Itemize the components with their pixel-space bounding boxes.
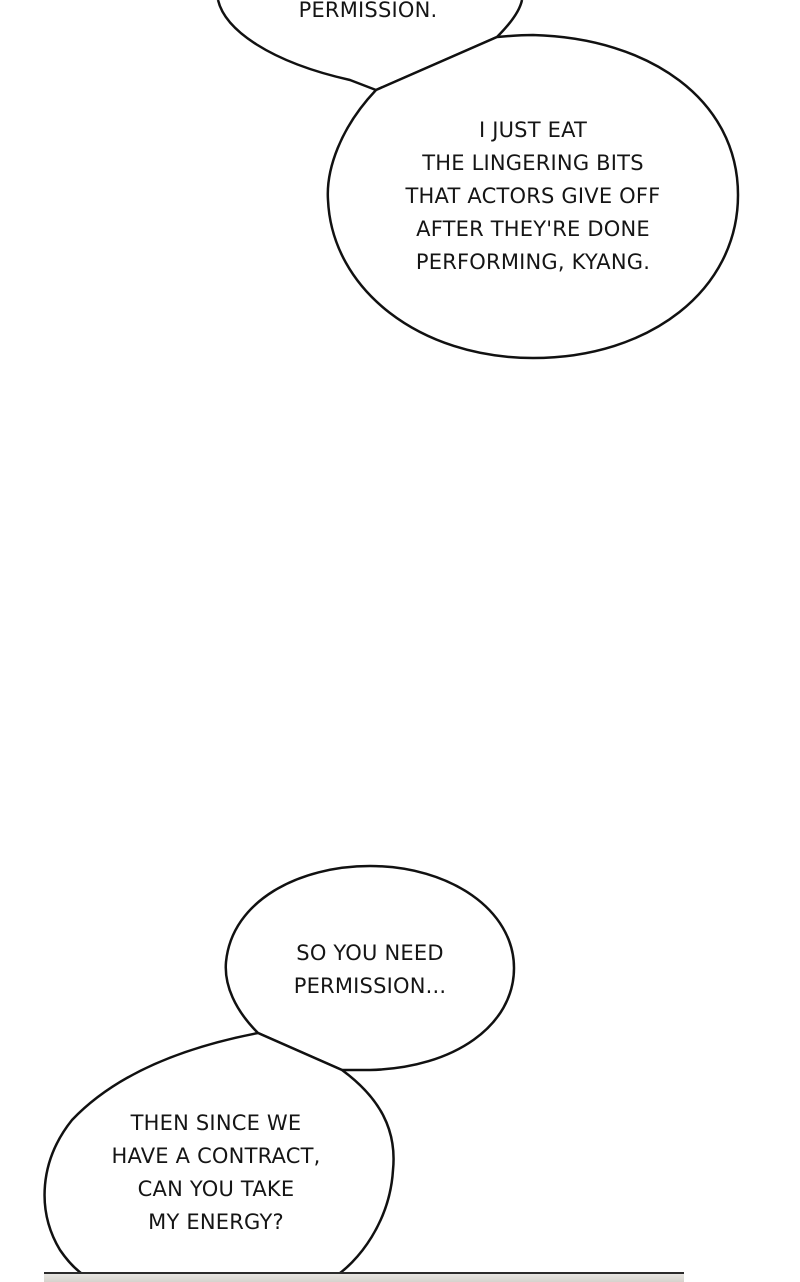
bubble-line: HAVE A CONTRACT, xyxy=(111,1144,321,1168)
bubble-line: MY ENERGY? xyxy=(148,1210,284,1234)
next-panel-edge xyxy=(44,1272,684,1282)
bubble-line: THAT ACTORS GIVE OFF xyxy=(405,184,661,208)
bubble-line: AFTER THEY'RE DONE xyxy=(416,217,650,241)
bubble-line: SO YOU NEED xyxy=(296,941,444,965)
speech-bubble-small xyxy=(224,864,516,1072)
speech-bubble-bottom xyxy=(43,1031,395,1280)
bubble-text-top: PERMISSION. xyxy=(268,0,468,27)
bubble-text-large: I JUST EAT THE LINGERING BITS THAT ACTOR… xyxy=(380,114,686,279)
bubble-line: CAN YOU TAKE xyxy=(137,1177,295,1201)
bubble-text-small: SO YOU NEED PERMISSION... xyxy=(270,937,470,1003)
speech-bubble-top xyxy=(216,0,524,92)
bubble-line: PERMISSION. xyxy=(298,0,438,22)
bubble-line: THE LINGERING BITS xyxy=(422,151,644,175)
bubble-line: PERMISSION... xyxy=(293,974,447,998)
bubble-line: PERFORMING, KYANG. xyxy=(415,250,651,274)
bubble-line: I JUST EAT xyxy=(478,118,588,142)
speech-bubble-large xyxy=(326,33,740,360)
bubble-line: THEN SINCE WE xyxy=(130,1111,302,1135)
bubble-text-bottom: THEN SINCE WE HAVE A CONTRACT, CAN YOU T… xyxy=(96,1107,336,1239)
